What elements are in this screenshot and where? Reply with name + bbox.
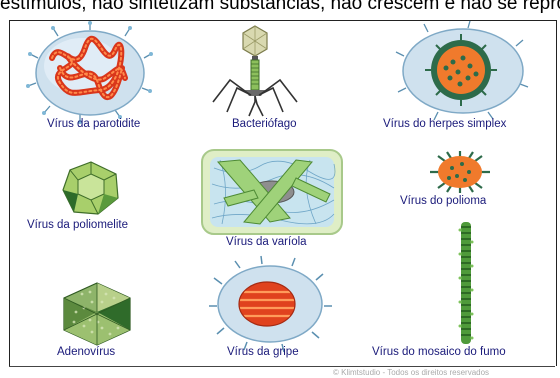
- label-bacteriofago: Bacteriófago: [232, 118, 297, 130]
- mumps-virus-illustration: [30, 28, 150, 118]
- polyoma-virus-illustration: [427, 150, 493, 194]
- influenza-virus-illustration: [212, 262, 330, 346]
- adenovirus-illustration: [62, 282, 132, 346]
- smallpox-virus-illustration: [200, 148, 344, 236]
- bottom-rule: [9, 366, 555, 367]
- herpes-virus-illustration: [398, 26, 528, 116]
- label-mosaico: Vírus do mosaico do fumo: [372, 346, 506, 358]
- bacteriophage-illustration: [205, 22, 305, 118]
- label-gripe: Vírus da gripe: [227, 346, 299, 358]
- label-polioma: Vírus do polioma: [400, 195, 486, 207]
- label-parotidite: Vírus da parotidite: [47, 118, 140, 130]
- header-text: estímulos, não sintetizam substâncias, n…: [0, 0, 560, 15]
- label-herpes: Vírus do herpes simplex: [383, 118, 506, 130]
- label-variola: Vírus da varíola: [226, 236, 307, 248]
- copyright-text: © Klimtstudio - Todos os direitos reserv…: [333, 368, 489, 377]
- poliovirus-illustration: [60, 160, 122, 216]
- label-adenovirus: Adenovírus: [57, 346, 115, 358]
- label-poliomelite: Vírus da poliomelite: [27, 219, 128, 231]
- tobacco-mosaic-virus-illustration: [458, 222, 474, 344]
